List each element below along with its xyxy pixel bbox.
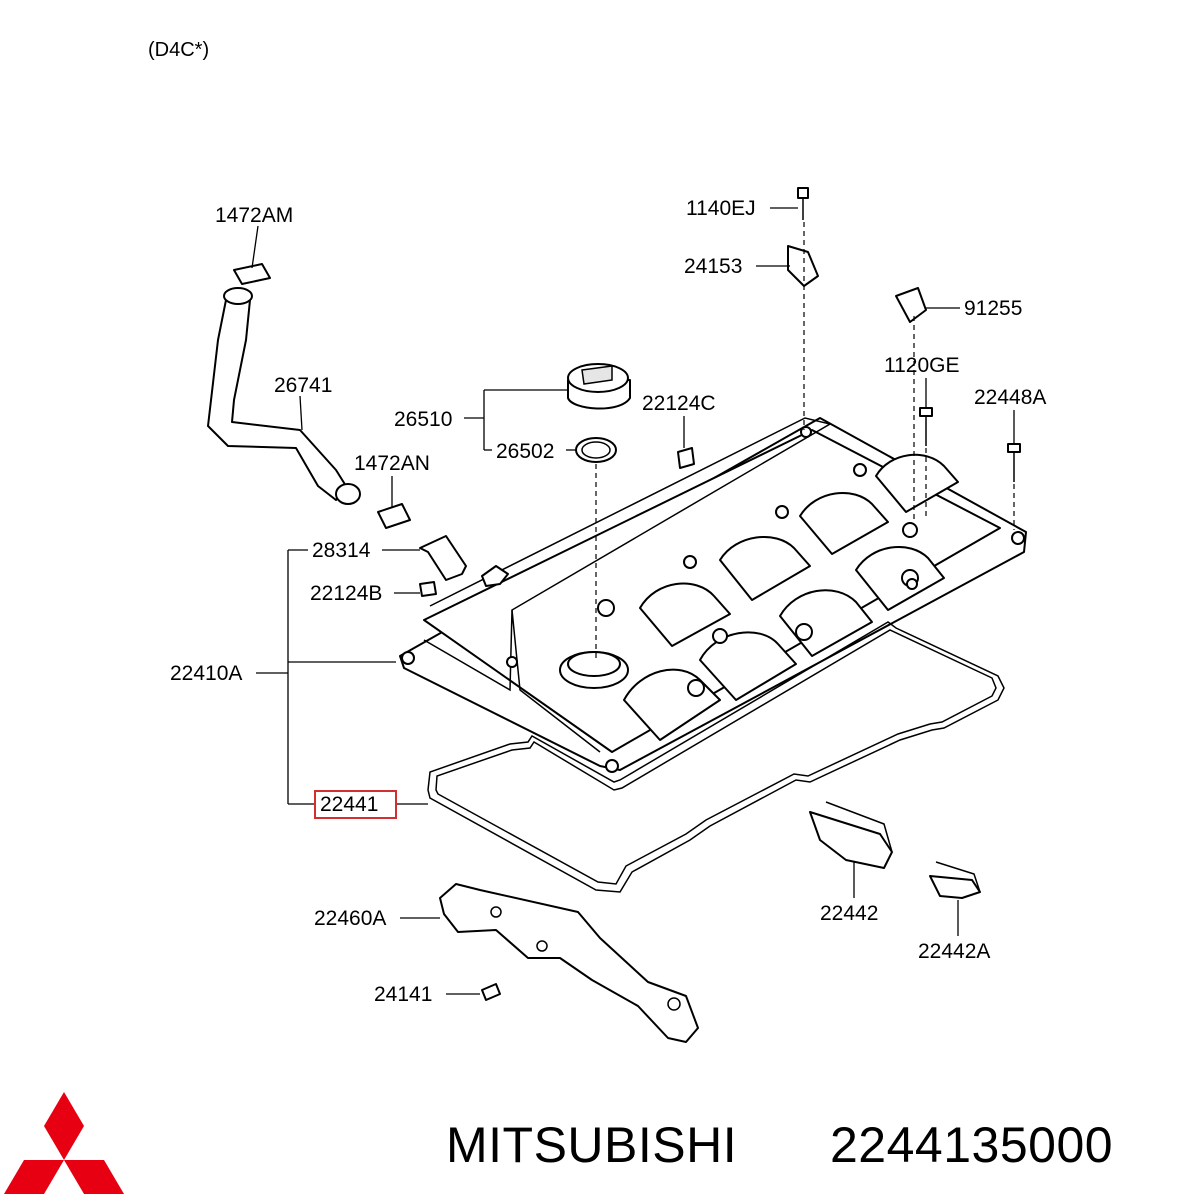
- part-label-1120GE[interactable]: 1120GE: [884, 354, 960, 377]
- highlight-box: [314, 790, 397, 819]
- logo-diamond-3: [64, 1160, 124, 1194]
- part-label-1140EJ[interactable]: 1140EJ: [686, 197, 756, 220]
- valve-cover-gasket-illustration: [427, 621, 1005, 893]
- part-label-22124B[interactable]: 22124B: [310, 582, 382, 605]
- part-label-26741[interactable]: 26741: [274, 374, 332, 397]
- engine-variant-label: (D4C*): [148, 39, 209, 61]
- leader-lines: [251, 207, 1015, 995]
- part-label-24141[interactable]: 24141: [374, 983, 432, 1006]
- part-label-1472AM[interactable]: 1472AM: [215, 204, 293, 227]
- brand-name: MITSUBISHI: [446, 1117, 737, 1173]
- part-label-22124C[interactable]: 22124C: [642, 392, 716, 415]
- part-label-24153[interactable]: 24153: [684, 255, 742, 278]
- logo-diamond-1: [44, 1092, 84, 1160]
- mitsubishi-logo-icon: [4, 1092, 124, 1194]
- part-label-26502[interactable]: 26502: [496, 440, 554, 463]
- valve-cover-illustration: [399, 417, 1027, 773]
- part-label-28314[interactable]: 28314: [312, 539, 371, 562]
- part-label-22441[interactable]: 22441: [320, 793, 378, 816]
- assembly-guides: [595, 222, 1015, 662]
- part-label-22410A[interactable]: 22410A: [170, 662, 242, 685]
- part-label-26510[interactable]: 26510: [394, 408, 452, 431]
- part-label-91255[interactable]: 91255: [964, 297, 1022, 320]
- part-label-22460A[interactable]: 22460A: [314, 907, 386, 930]
- part-label-1472AN[interactable]: 1472AN: [354, 452, 430, 475]
- part-number: 2244135000: [830, 1117, 1113, 1173]
- part-label-22442A[interactable]: 22442A: [918, 940, 990, 963]
- part-label-22442[interactable]: 22442: [820, 902, 878, 925]
- oil-filler-cap-illustration: [567, 363, 631, 463]
- logo-diamond-2: [4, 1160, 64, 1194]
- part-label-22448A[interactable]: 22448A: [974, 386, 1046, 409]
- small-parts-illustration: [419, 187, 1021, 1043]
